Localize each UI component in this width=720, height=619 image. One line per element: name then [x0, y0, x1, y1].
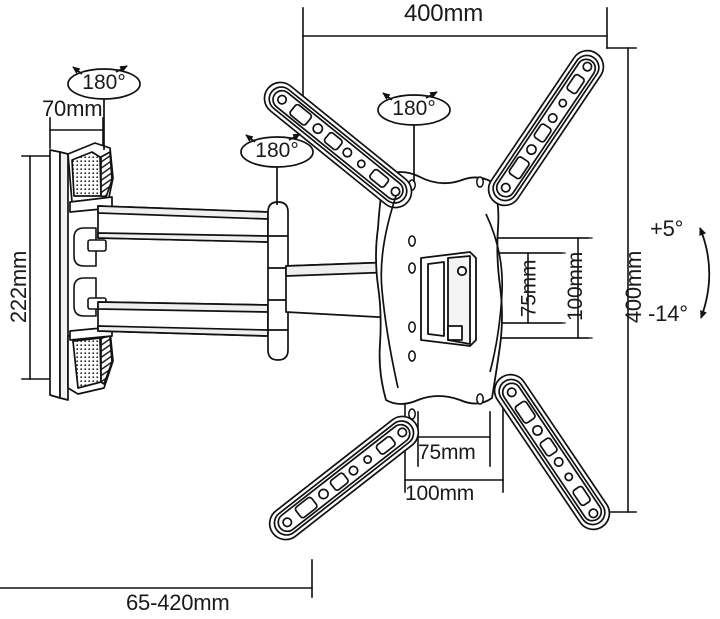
vesa-rail-top-right	[487, 49, 605, 207]
mid-pivot-joint	[267, 201, 289, 361]
rotation-label-wall-plate: 180°	[82, 71, 126, 94]
rotation-markers-graphics	[67, 65, 451, 205]
dim-label-70mm: 70mm	[42, 96, 103, 121]
vesa-rail-top-left	[263, 81, 413, 209]
dim-label-left-222mm: 222mm	[6, 250, 32, 324]
rotation-ellipse-head	[377, 91, 451, 182]
tilt-label-down: -14°	[648, 301, 688, 326]
vesa-rail-bottom-left	[268, 415, 420, 541]
extension-arm-lower	[97, 301, 269, 337]
rotation-label-head: 180°	[392, 97, 436, 120]
swivel-head-block	[420, 251, 477, 347]
plate-mounting-holes	[408, 176, 484, 420]
vesa-rail-bottom-right	[493, 373, 611, 531]
extension-arm-upper	[97, 205, 269, 243]
dim-label-extension-65-420mm: 65-420mm	[126, 590, 230, 615]
dim-label-vesa-v-75mm: 75mm	[517, 259, 541, 318]
plate-curved-ribs	[380, 195, 504, 389]
dim-label-vesa-v-100mm: 100mm	[564, 251, 588, 322]
dim-70mm	[49, 117, 104, 149]
dim-right-400mm	[606, 47, 637, 513]
rotation-ellipse-wall-plate	[67, 65, 141, 150]
wall-bracket-top	[67, 142, 114, 213]
dim-label-vesa-h-75mm: 75mm	[418, 441, 476, 464]
wall-plate	[49, 149, 69, 401]
dimension-lines	[0, 7, 637, 598]
wall-bracket-bottom	[67, 326, 114, 395]
tilt-arc	[699, 227, 711, 319]
dim-bottom-65-420mm	[0, 559, 313, 598]
rotation-label-mid-arm: 180°	[255, 139, 299, 162]
dim-label-vesa-h-100mm: 100mm	[405, 482, 475, 505]
wall-plate-knuckles	[73, 227, 107, 317]
dim-label-top-400mm: 400mm	[404, 0, 484, 27]
tilt-label-up: +5°	[650, 216, 684, 241]
rotation-ellipse-mid-arm	[240, 133, 314, 205]
dim-top-400mm	[302, 7, 608, 101]
dim-vesa-h-75mm	[417, 411, 491, 467]
dim-label-right-400mm: 400mm	[621, 250, 647, 324]
